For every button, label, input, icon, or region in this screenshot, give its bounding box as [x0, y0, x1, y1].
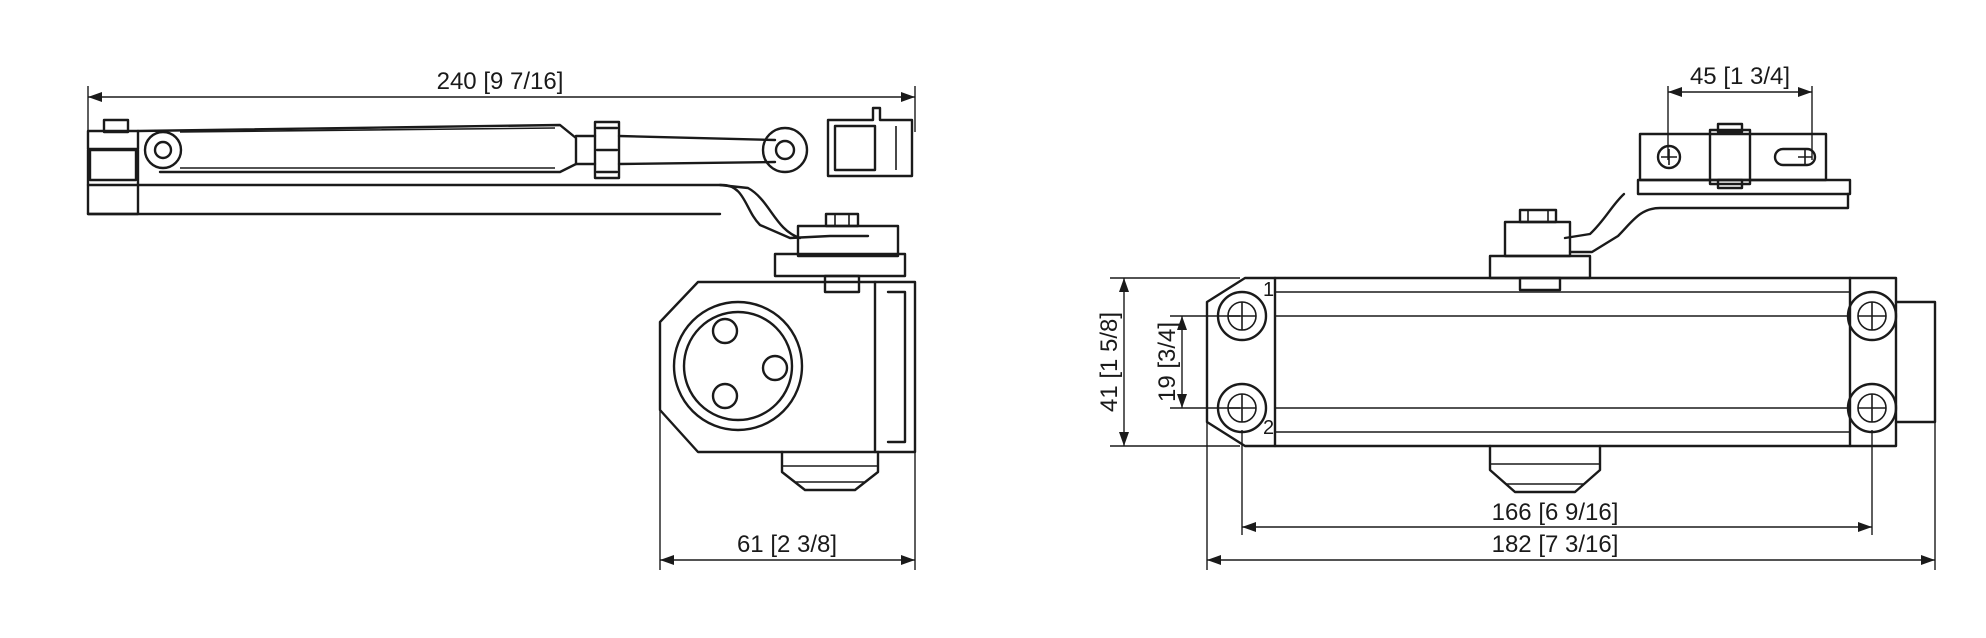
closer-body-side [658, 280, 917, 492]
label-body-depth: 61 [2 3/8] [737, 531, 837, 558]
dimension-overall-length: 240 [9 7/16] [87, 64, 916, 132]
mounting-hole-top-right [1846, 290, 1898, 342]
dimension-body-height: 41 [1 5/8] [1096, 277, 1240, 447]
dimension-body-depth: 61 [2 3/8] [659, 410, 916, 570]
dimension-bracket-width: 45 [1 3/4] [1667, 63, 1813, 160]
label-body-length: 182 [7 3/16] [1492, 531, 1619, 558]
dimension-hole-spacing-vertical: 19 [3/4] [1154, 315, 1240, 409]
arm-bracket-front [1488, 122, 1852, 292]
label-overall-length: 240 [9 7/16] [437, 68, 564, 95]
marker-2: 2 [1263, 417, 1274, 439]
label-hole-spacing-vertical: 19 [3/4] [1154, 322, 1181, 402]
dimension-hole-spacing-horizontal: 166 [6 9/16] [1241, 430, 1873, 535]
marker-1: 1 [1263, 279, 1274, 301]
label-hole-spacing-horizontal: 166 [6 9/16] [1492, 499, 1619, 526]
side-view: 240 [9 7/16] [86, 64, 917, 570]
front-view: 45 [1 3/4] 41 [ [1096, 63, 1937, 570]
closer-body-front: 1 2 [1205, 276, 1937, 494]
arm-assembly [86, 106, 914, 294]
label-bracket-width: 45 [1 3/4] [1690, 63, 1790, 90]
mounting-hole-top-left [1216, 290, 1268, 342]
label-body-height: 41 [1 5/8] [1096, 312, 1123, 412]
dimension-body-length: 182 [7 3/16] [1206, 422, 1936, 570]
